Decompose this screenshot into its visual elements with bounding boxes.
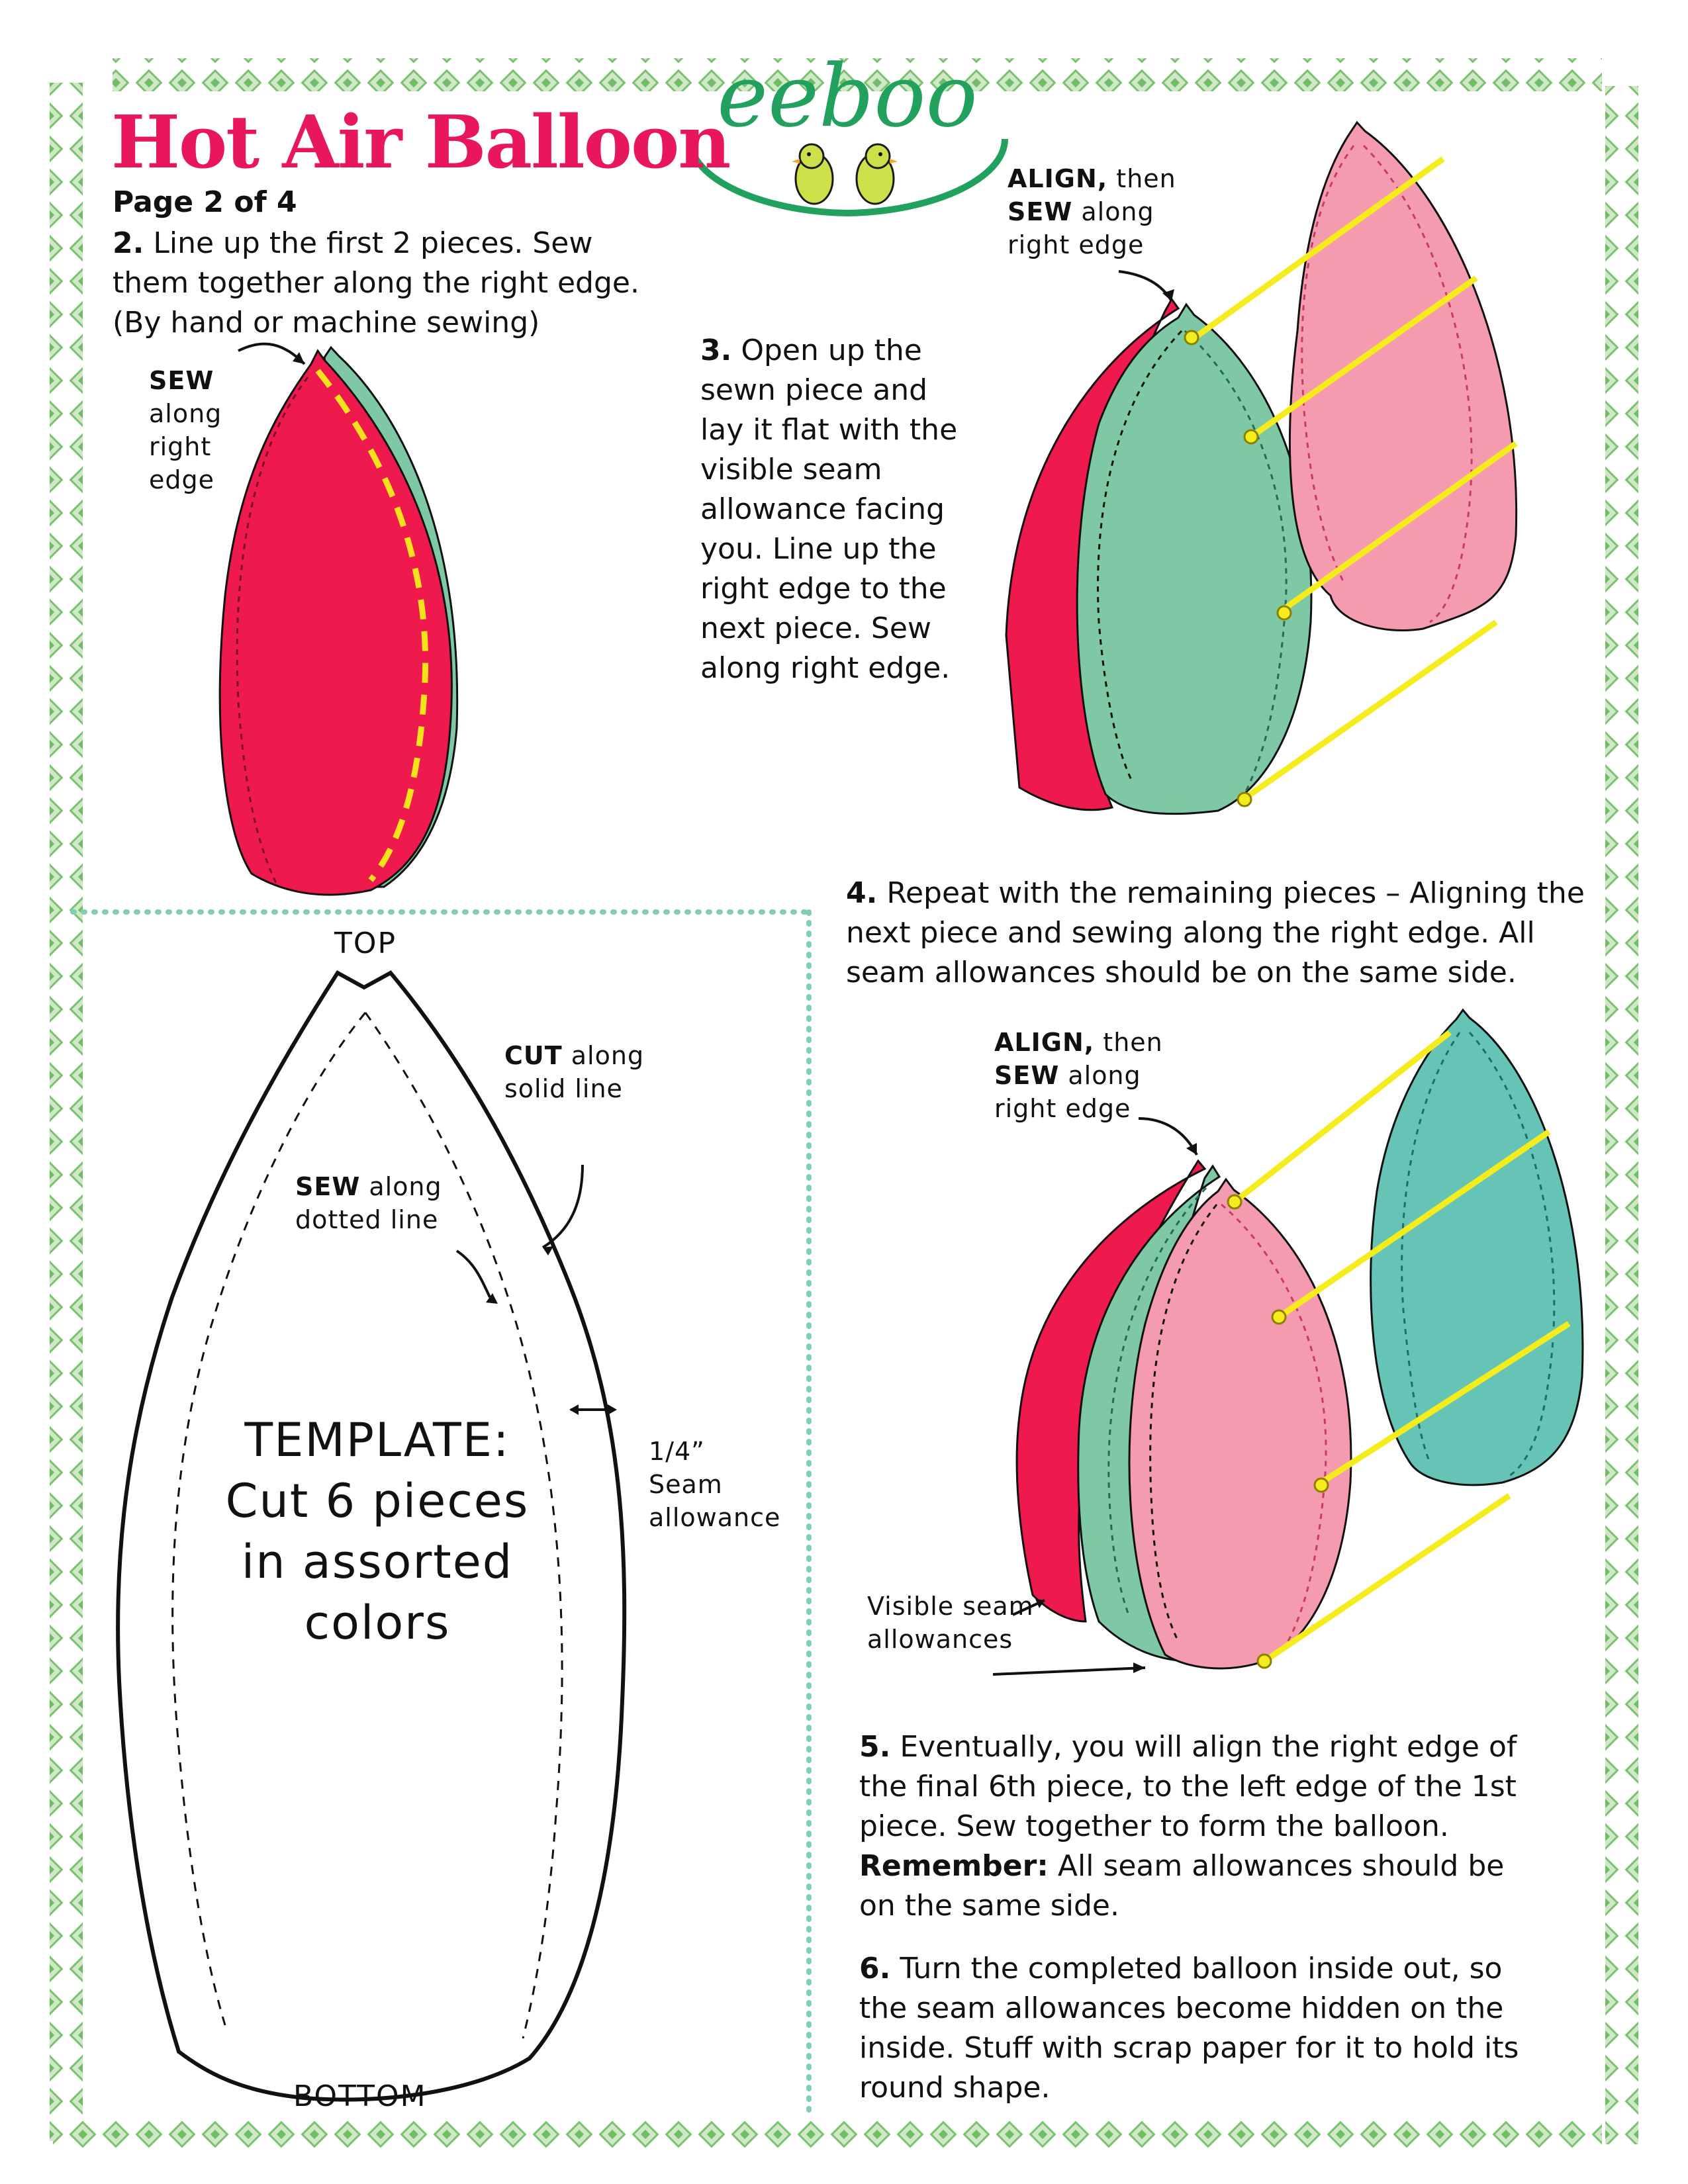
template-shape [116, 970, 627, 2102]
border-left [50, 83, 83, 2141]
step-5: 5. Eventually, you will align the right … [859, 1730, 1517, 1923]
visible-seams-label: Visible seam allowances [867, 1592, 1034, 1654]
label-top: TOP [334, 927, 397, 960]
teal-piece [1370, 1008, 1584, 1486]
page-title: Hot Air Balloon [111, 99, 731, 185]
sew-line [315, 369, 429, 882]
step2-illustration [218, 342, 459, 896]
bird-left-icon [792, 143, 834, 205]
step-3: 3. Open up the sewn piece and lay it fla… [700, 334, 958, 685]
border-right [1605, 86, 1638, 2144]
arrow-icon [992, 1666, 1146, 1676]
pink-piece [1289, 120, 1518, 631]
step3-illustration [1005, 120, 1518, 815]
align-label-step4: ALIGN, then SEW along right edge [994, 1028, 1163, 1123]
border-top [113, 58, 1602, 91]
template-cut-line [116, 970, 627, 2102]
border-bottom [53, 2118, 1602, 2151]
red-piece [218, 349, 453, 896]
page-info: Page 2 of 4 [113, 185, 297, 219]
pink-piece [1128, 1177, 1352, 1670]
bird-right-icon [855, 143, 898, 205]
cut-label: CUT along solid line [504, 1041, 645, 1103]
step-number: 2. [113, 226, 144, 260]
cut-arrow-icon [541, 1164, 584, 1249]
step4-illustration [992, 1008, 1584, 1676]
arrow-icon [1118, 270, 1173, 302]
seam-allowance-label: 1/4” Seam allowance [649, 1437, 781, 1532]
sew-label-step2: SEW along right edge [149, 366, 222, 494]
svg-text:eeboo: eeboo [717, 46, 978, 146]
step-4: 4. Repeat with the remaining pieces – Al… [846, 876, 1585, 989]
eeboo-logo: eeboo [686, 46, 1008, 217]
step-6: 6. Turn the completed balloon inside out… [859, 1952, 1519, 2105]
align-label-step3: ALIGN, then SEW along right edge [1008, 164, 1176, 259]
template-sew-line [171, 1012, 563, 2039]
sew-dotted-label: SEW along dotted line [295, 1172, 442, 1234]
step-2: 2. Line up the first 2 pieces. Sew them … [113, 224, 675, 343]
label-bottom: BOTTOM [293, 2079, 427, 2113]
step-text: Line up the first 2 pieces. Sew them tog… [113, 226, 639, 340]
sew-arrow-icon [455, 1250, 491, 1298]
template-title: TEMPLATE: Cut 6 pieces in assorted color… [225, 1413, 530, 1650]
